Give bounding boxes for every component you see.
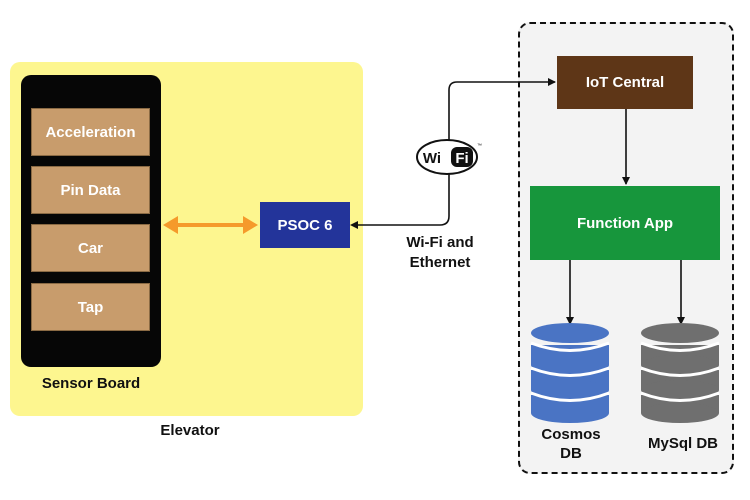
sensor-psoc-double-arrow	[163, 216, 258, 234]
mysql-db-icon	[640, 323, 720, 423]
psoc-arrowhead	[350, 221, 358, 229]
sensor-item-car: Car	[31, 224, 150, 272]
svg-text:Wi: Wi	[423, 150, 441, 167]
sensor-item-acceleration: Acceleration	[31, 108, 150, 156]
iot-central-block: IoT Central	[557, 56, 693, 109]
elevator-label: Elevator	[160, 422, 220, 439]
cosmos-db-icon	[530, 323, 610, 423]
wifi-logo-icon: Wi Fi ™	[416, 139, 482, 175]
svg-text:™: ™	[477, 143, 482, 149]
sensor-item-tap: Tap	[31, 283, 150, 331]
sensor-item-pin-data: Pin Data	[31, 166, 150, 214]
svg-text:Fi: Fi	[455, 150, 468, 167]
function-app-block: Function App	[530, 186, 720, 260]
connection-label-line1: Wi-Fi and	[406, 234, 474, 251]
mysql-db-label: MySql DB	[647, 435, 718, 452]
cosmos-db-label-line2: DB	[560, 445, 582, 462]
connection-label-line2: Ethernet	[409, 254, 471, 271]
cosmos-db-label-line1: Cosmos	[541, 426, 601, 443]
sensor-board-label: Sensor Board	[41, 375, 141, 392]
psoc-6-block: PSOC 6	[260, 202, 350, 248]
